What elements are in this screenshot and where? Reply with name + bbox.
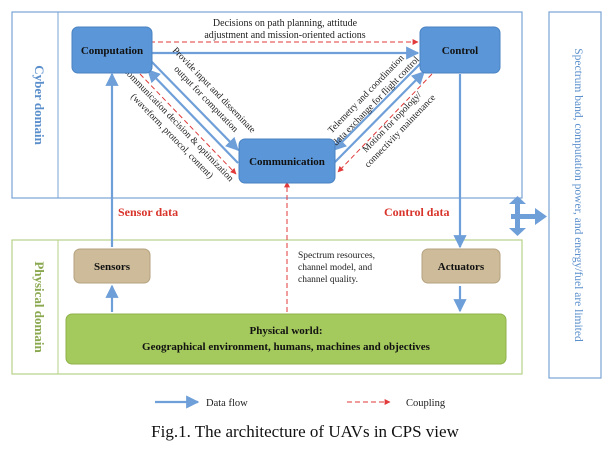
annotation-spectrum-line1: Spectrum resources, xyxy=(298,251,375,261)
annotation-left-lower-line2: (waveform, protocol, content) xyxy=(128,91,215,181)
node-computation: Computation xyxy=(71,26,153,74)
annotation-spectrum-line2: channel model, and xyxy=(298,263,372,273)
node-communication: Communication xyxy=(238,138,336,184)
coupling-computation-communication xyxy=(139,73,237,175)
legend-data-flow-label: Data flow xyxy=(206,398,248,409)
node-communication-label: Communication xyxy=(249,156,325,168)
node-control-label: Control xyxy=(442,45,478,57)
side-panel-frame xyxy=(548,11,602,379)
sensor-data-label: Sensor data xyxy=(118,205,178,219)
annotation-left-lower-line1: Communication decision & optimization xyxy=(120,65,235,184)
annotation-top-line1: Decisions on path planning, attitude xyxy=(213,18,358,29)
legend-coupling-label: Coupling xyxy=(406,398,446,409)
node-computation-label: Computation xyxy=(81,45,143,57)
side-panel-label: Spectrum band, computation power, and en… xyxy=(572,48,584,342)
annotation-top-line2: adjustment and mission-oriented actions xyxy=(204,30,365,41)
node-physical-world: Physical world: Geographical environment… xyxy=(65,313,507,365)
physical-world-line1: Physical world: xyxy=(249,325,322,337)
flow-computation-communication-1 xyxy=(149,59,239,151)
control-data-label: Control data xyxy=(384,205,449,219)
physical-world-line2: Geographical environment, humans, machin… xyxy=(142,341,431,353)
coupling-control-communication xyxy=(337,73,433,173)
figure-caption: Fig.1. The architecture of UAVs in CPS v… xyxy=(151,422,459,441)
cross-arrow-icon xyxy=(509,196,547,236)
node-sensors-label: Sensors xyxy=(94,261,131,273)
legend: Data flow Coupling xyxy=(155,395,446,409)
node-actuators-label: Actuators xyxy=(438,261,485,273)
node-control: Control xyxy=(419,26,501,74)
node-actuators: Actuators xyxy=(421,248,501,284)
node-sensors: Sensors xyxy=(73,248,151,284)
annotation-spectrum-line3: channel quality. xyxy=(298,275,358,285)
physical-domain-frame xyxy=(11,239,523,375)
cyber-domain-frame xyxy=(11,11,523,199)
physical-domain-label: Physical domain xyxy=(32,261,47,353)
flow-control-communication-1 xyxy=(333,61,423,151)
flow-control-communication-2 xyxy=(333,71,425,164)
flow-computation-communication-2 xyxy=(147,69,239,164)
cyber-domain-label: Cyber domain xyxy=(32,65,47,145)
